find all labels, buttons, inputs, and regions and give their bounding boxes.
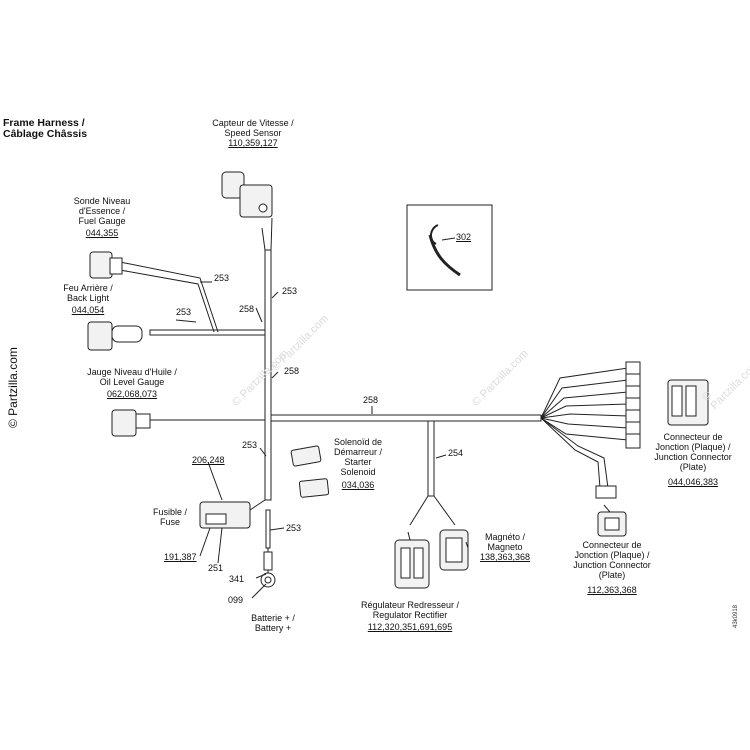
regulator-rectifier-label: Régulateur Redresseur / Regulator Rectif… (345, 600, 475, 632)
junction-connector-small-label: Connecteur de Jonction (Plaque) / Juncti… (562, 540, 662, 595)
callout-258-main: 258 (363, 395, 379, 405)
junction-connector-large-label: Connecteur de Jonction (Plaque) / Juncti… (645, 432, 741, 487)
starter-solenoid-label: Solenoïd de Démarreur / Starter Solenoid… (325, 437, 391, 490)
fuse-holder-part-number: 206,248 (192, 455, 225, 465)
callout-253-lower: 253 (242, 440, 258, 450)
side-watermark: © Partzilla.com (6, 347, 20, 428)
cable-tie-part-number: 302 (456, 232, 472, 242)
fuse-label: Fusible / Fuse (152, 507, 187, 527)
callout-253-fuel: 253 (214, 273, 230, 283)
fuel-gauge-label: Sonde Niveau d'Essence / Fuel Gauge 044,… (62, 196, 142, 238)
title-line-2: Câblage Châssis (3, 128, 88, 140)
callout-258-trunk: 258 (284, 366, 300, 376)
magneto-label: Magnéto / Magneto 138,363,368 (470, 532, 540, 562)
callout-253-backlight: 253 (176, 307, 192, 317)
speed-sensor-part-number: 110,359,127 (228, 138, 278, 148)
callout-251: 251 (208, 563, 224, 573)
callout-099: 099 (228, 595, 244, 605)
battery-label: Batterie + / Battery + (251, 613, 295, 633)
back-light-part-number: 044,054 (71, 305, 105, 315)
regulator-rectifier-part-number: 112,320,351,691,695 (367, 622, 453, 632)
page-title: Frame Harness / Câblage Châssis (3, 118, 87, 140)
oil-gauge-label: Jauge Niveau d'Huile / Oil Level Gauge 0… (72, 367, 192, 399)
speed-sensor-label: Capteur de Vitesse / Speed Sensor 110,35… (198, 118, 308, 148)
callout-254: 254 (448, 448, 464, 458)
callout-253-trunk-top: 253 (282, 286, 298, 296)
callout-258-backlight: 258 (239, 304, 255, 314)
junction-connector-small-part-number: 112,363,368 (587, 585, 637, 595)
oil-gauge-part-number: 062,068,073 (106, 389, 158, 399)
title-line-1: Frame Harness / (3, 117, 85, 129)
back-light-label: Feu Arrière / Back Light 044,054 (48, 283, 128, 315)
fuel-gauge-part-number: 044,355 (85, 228, 119, 238)
figure-id: 43k0918 (733, 604, 739, 628)
fuse-part-number: 191,387 (164, 552, 197, 562)
magneto-part-number: 138,363,368 (479, 552, 531, 562)
starter-solenoid-part-number: 034,036 (341, 480, 375, 490)
callout-253-battery: 253 (286, 523, 302, 533)
junction-connector-large-part-number: 044,046,383 (667, 477, 719, 487)
callout-341: 341 (229, 574, 245, 584)
